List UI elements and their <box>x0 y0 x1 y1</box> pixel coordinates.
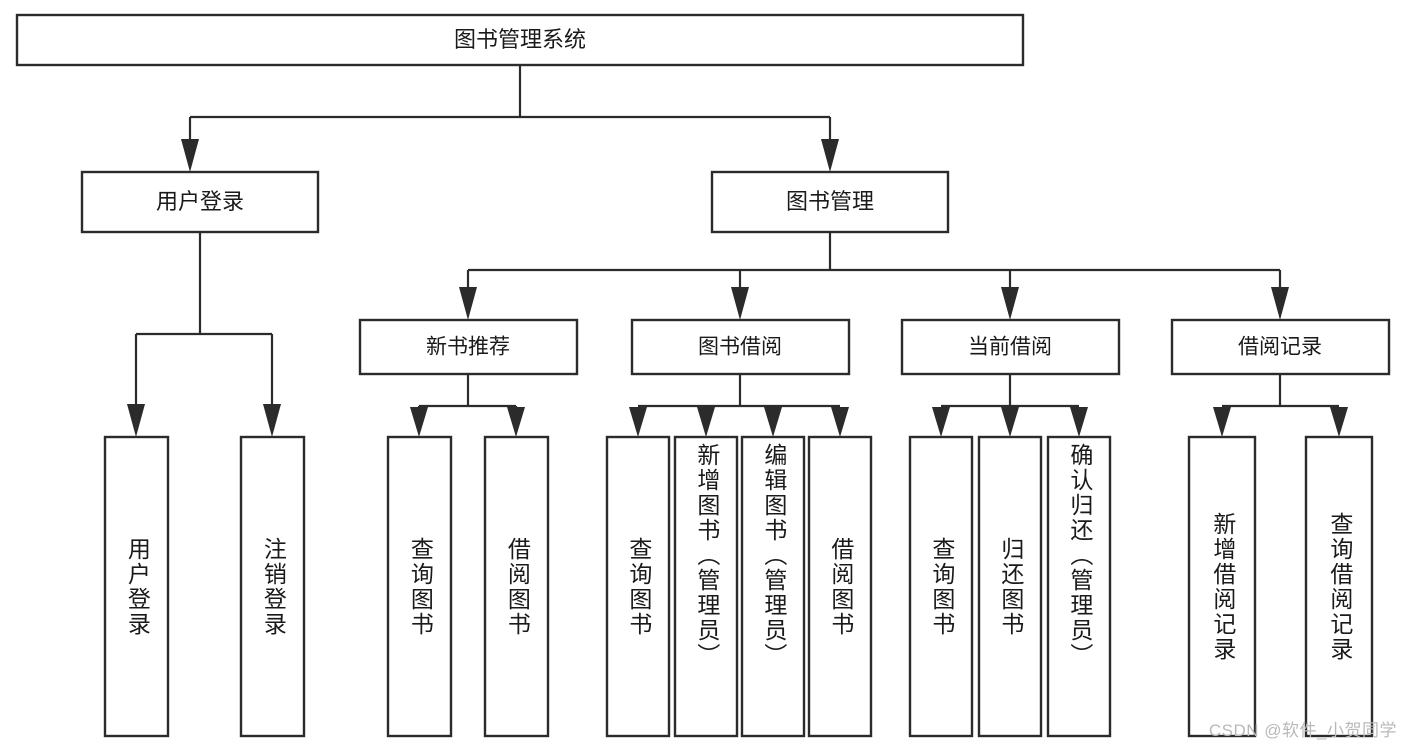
node-new-book-recommend-label: 新书推荐 <box>426 336 510 359</box>
node-leaf-user-login-box[interactable] <box>103 435 170 738</box>
arrow-head-current-borrow-icon <box>1001 287 1019 320</box>
node-root-box[interactable] <box>15 13 1025 67</box>
node-new-book-recommend[interactable]: 新书推荐 <box>358 318 579 376</box>
node-leaf-edit-book-box[interactable] <box>740 435 806 738</box>
node-leaf-edit-book[interactable] <box>740 435 806 738</box>
node-new-book-recommend-box[interactable] <box>358 318 579 376</box>
arrow-head-leaf-add-record-icon <box>1213 407 1231 437</box>
node-leaf-add-record-box[interactable] <box>1187 435 1257 738</box>
node-book-borrow-box[interactable] <box>630 318 851 376</box>
arrow-head-leaf-borrow-book-2-icon <box>831 407 849 437</box>
arrow-head-leaf-user-login-icon <box>127 404 145 437</box>
node-leaf-return-book[interactable] <box>977 435 1043 738</box>
node-root[interactable]: 图书管理系统 <box>15 13 1025 67</box>
node-book-borrow-label: 图书借阅 <box>698 336 782 359</box>
arrow-head-leaf-query-book-3-icon <box>932 407 950 437</box>
node-leaf-query-book-3-box[interactable] <box>908 435 974 738</box>
node-leaf-query-record-box[interactable] <box>1304 435 1374 738</box>
node-borrow-record-box[interactable] <box>1170 318 1391 376</box>
arrow-head-leaf-query-record-icon <box>1330 407 1348 437</box>
node-user-login-label: 用户登录 <box>156 189 244 214</box>
arrow-head-leaf-return-book-icon <box>1001 407 1019 437</box>
arrow-head-leaf-query-book-2-icon <box>629 407 647 437</box>
arrow-head-borrow-record-icon <box>1271 287 1289 320</box>
arrow-head-leaf-add-book-icon <box>697 407 715 437</box>
node-leaf-query-book-3[interactable] <box>908 435 974 738</box>
node-leaf-query-book-2[interactable] <box>605 435 671 738</box>
node-leaf-confirm-return[interactable] <box>1046 435 1112 738</box>
node-leaf-query-book-1-box[interactable] <box>386 435 453 738</box>
arrow-head-leaf-borrow-book-1-icon <box>507 407 525 437</box>
node-current-borrow[interactable]: 当前借阅 <box>900 318 1121 376</box>
node-borrow-record-label: 借阅记录 <box>1238 336 1322 359</box>
node-leaf-add-record[interactable] <box>1187 435 1257 738</box>
arrow-head-book-borrow-icon <box>731 287 749 320</box>
arrow-head-book-manage-icon <box>821 139 839 172</box>
node-leaf-return-book-box[interactable] <box>977 435 1043 738</box>
node-book-borrow[interactable]: 图书借阅 <box>630 318 851 376</box>
node-leaf-query-book-1[interactable] <box>386 435 453 738</box>
arrow-head-new-book-recommend-icon <box>459 287 477 320</box>
arrow-head-leaf-confirm-return-icon <box>1070 407 1088 437</box>
node-leaf-query-record[interactable] <box>1304 435 1374 738</box>
node-current-borrow-label: 当前借阅 <box>968 336 1052 359</box>
node-leaf-query-book-2-box[interactable] <box>605 435 671 738</box>
node-current-borrow-box[interactable] <box>900 318 1121 376</box>
node-leaf-borrow-book-1[interactable] <box>483 435 550 738</box>
node-leaf-add-book-box[interactable] <box>673 435 739 738</box>
node-leaf-borrow-book-1-box[interactable] <box>483 435 550 738</box>
node-root-label: 图书管理系统 <box>454 27 586 52</box>
node-leaf-borrow-book-2-box[interactable] <box>807 435 873 738</box>
node-leaf-borrow-book-2[interactable] <box>807 435 873 738</box>
node-leaf-user-login[interactable] <box>103 435 170 738</box>
csdn-watermark: CSDN @软件_小贺同学 <box>1208 721 1397 740</box>
node-leaf-logout-login-box[interactable] <box>239 435 306 738</box>
node-leaf-confirm-return-box[interactable] <box>1046 435 1112 738</box>
node-book-manage-label: 图书管理 <box>786 189 874 214</box>
node-leaf-add-book[interactable] <box>673 435 739 738</box>
node-book-manage-box[interactable] <box>710 170 950 234</box>
arrow-head-leaf-logout-login-icon <box>263 404 281 437</box>
node-book-manage[interactable]: 图书管理 <box>710 170 950 234</box>
node-leaf-logout-login[interactable] <box>239 435 306 738</box>
node-borrow-record[interactable]: 借阅记录 <box>1170 318 1391 376</box>
arrow-head-leaf-query-book-1-icon <box>410 407 428 437</box>
arrow-head-user-login-icon <box>181 139 199 172</box>
node-user-login[interactable]: 用户登录 <box>80 170 320 234</box>
arrow-head-leaf-edit-book-icon <box>764 407 782 437</box>
